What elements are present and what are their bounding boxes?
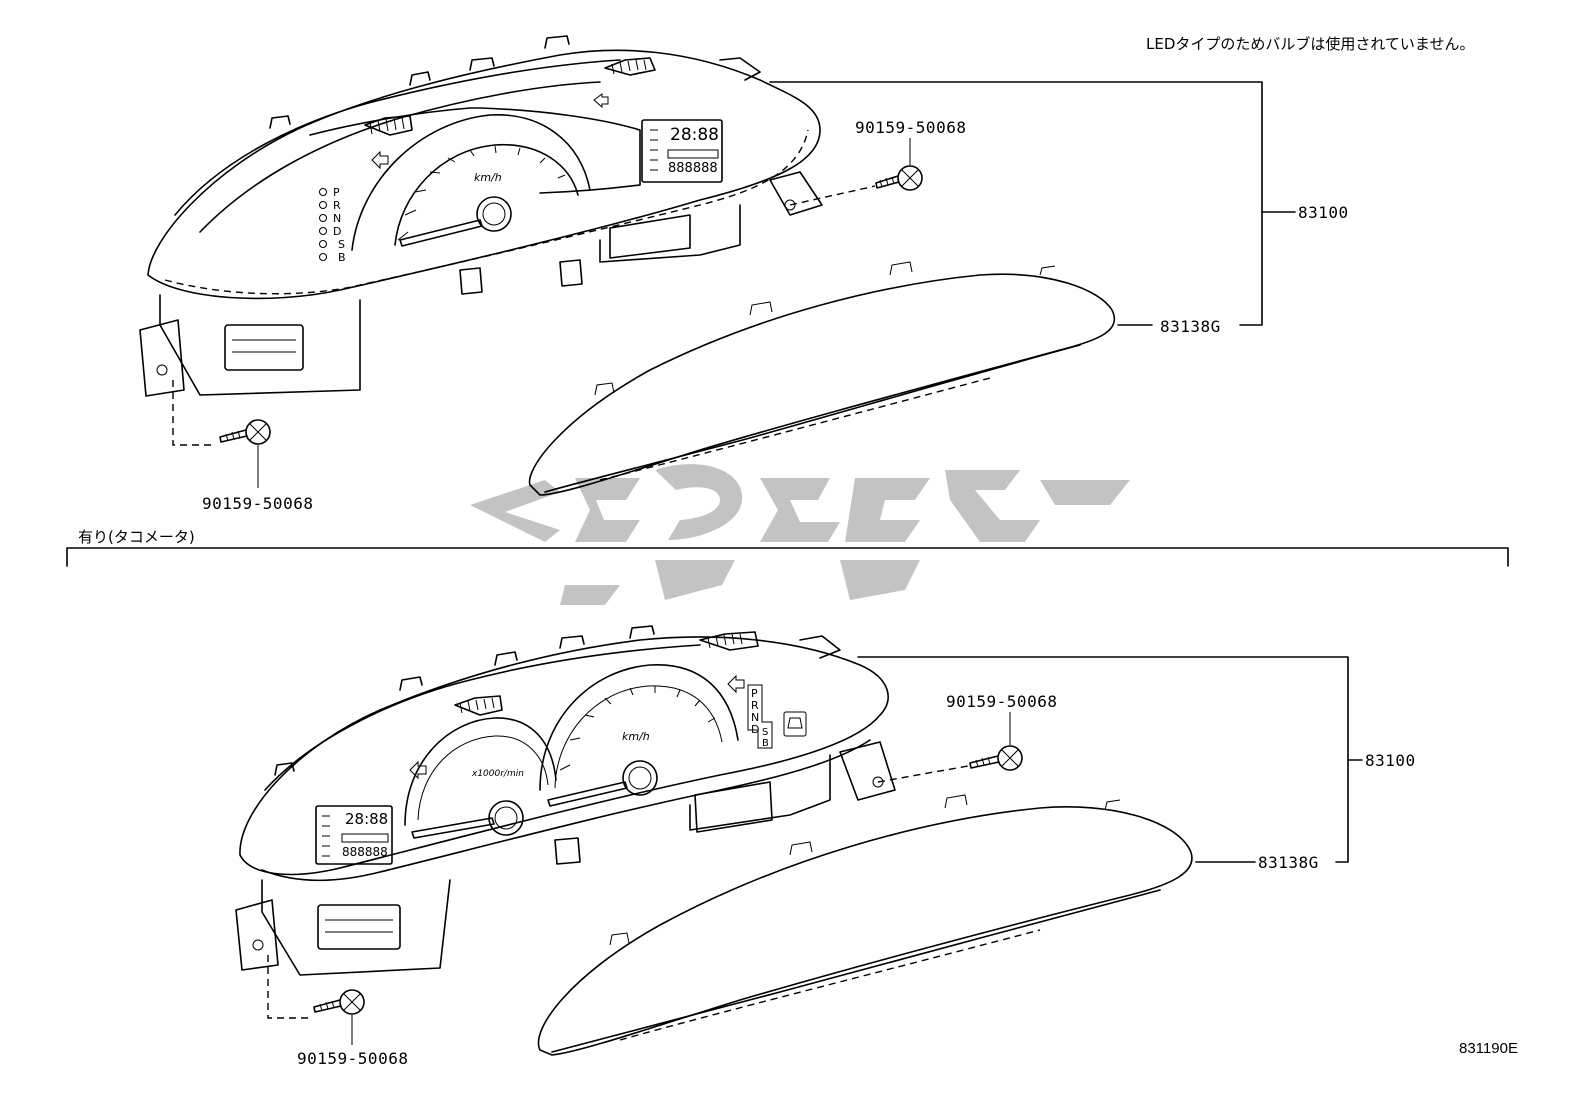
svg-text:B: B: [762, 738, 769, 749]
section-label: 有り(タコメータ): [78, 528, 195, 546]
top-screw-right-label: 90159-50068: [855, 118, 967, 137]
bottom-screw-right-label: 90159-50068: [946, 692, 1058, 711]
bottom-glass-lens: [537, 794, 1193, 1056]
svg-text:S: S: [338, 238, 345, 251]
svg-text:D: D: [751, 723, 759, 736]
watermark-logo: [470, 464, 1130, 605]
bottom-glass-label: 83138G: [1258, 853, 1319, 872]
bottom-cluster-label: 83100: [1365, 751, 1416, 770]
svg-text:28:88: 28:88: [670, 125, 719, 145]
svg-text:D: D: [333, 225, 341, 238]
bottom-screw-left: [313, 989, 365, 1015]
svg-text:N: N: [751, 711, 759, 724]
diagram-code: 831190E: [1459, 1040, 1518, 1057]
svg-text:R: R: [333, 199, 341, 212]
svg-text:P: P: [333, 186, 340, 199]
svg-text:N: N: [333, 212, 341, 225]
top-gear-indicator: P R N D S B: [319, 186, 346, 264]
svg-text:888888: 888888: [342, 845, 388, 859]
top-screw-right: [875, 165, 923, 191]
top-speed-unit: km/h: [474, 171, 502, 184]
top-glass-label: 83138G: [1160, 317, 1221, 336]
svg-text:28:88: 28:88: [345, 810, 388, 828]
bottom-screw-right: [969, 745, 1023, 771]
svg-text:R: R: [751, 699, 759, 712]
bottom-gear-indicator: P R N D S B: [747, 684, 807, 749]
svg-text:B: B: [338, 251, 346, 264]
bottom-screw-left-label: 90159-50068: [297, 1049, 409, 1068]
svg-text:888888: 888888: [668, 161, 718, 176]
top-cluster-label: 83100: [1298, 203, 1349, 222]
top-screw-left-label: 90159-50068: [202, 494, 314, 513]
section-bracket: [66, 547, 1509, 567]
bottom-speed-unit: km/h: [622, 730, 650, 743]
header-note: LEDタイプのためバルブは使用されていません。: [1146, 35, 1475, 53]
top-screw-left: [219, 419, 271, 445]
svg-text:S: S: [762, 727, 768, 738]
top-cluster-assembly: km/h 28:88 888888 P R N D S B: [139, 35, 1296, 496]
bottom-cluster-assembly: x1000r/min km/h 28:88 888888 P R N D S B: [235, 625, 1363, 1056]
svg-text:P: P: [751, 687, 758, 700]
bottom-tacho-unit: x1000r/min: [471, 769, 524, 779]
top-glass-lens: [528, 261, 1116, 496]
